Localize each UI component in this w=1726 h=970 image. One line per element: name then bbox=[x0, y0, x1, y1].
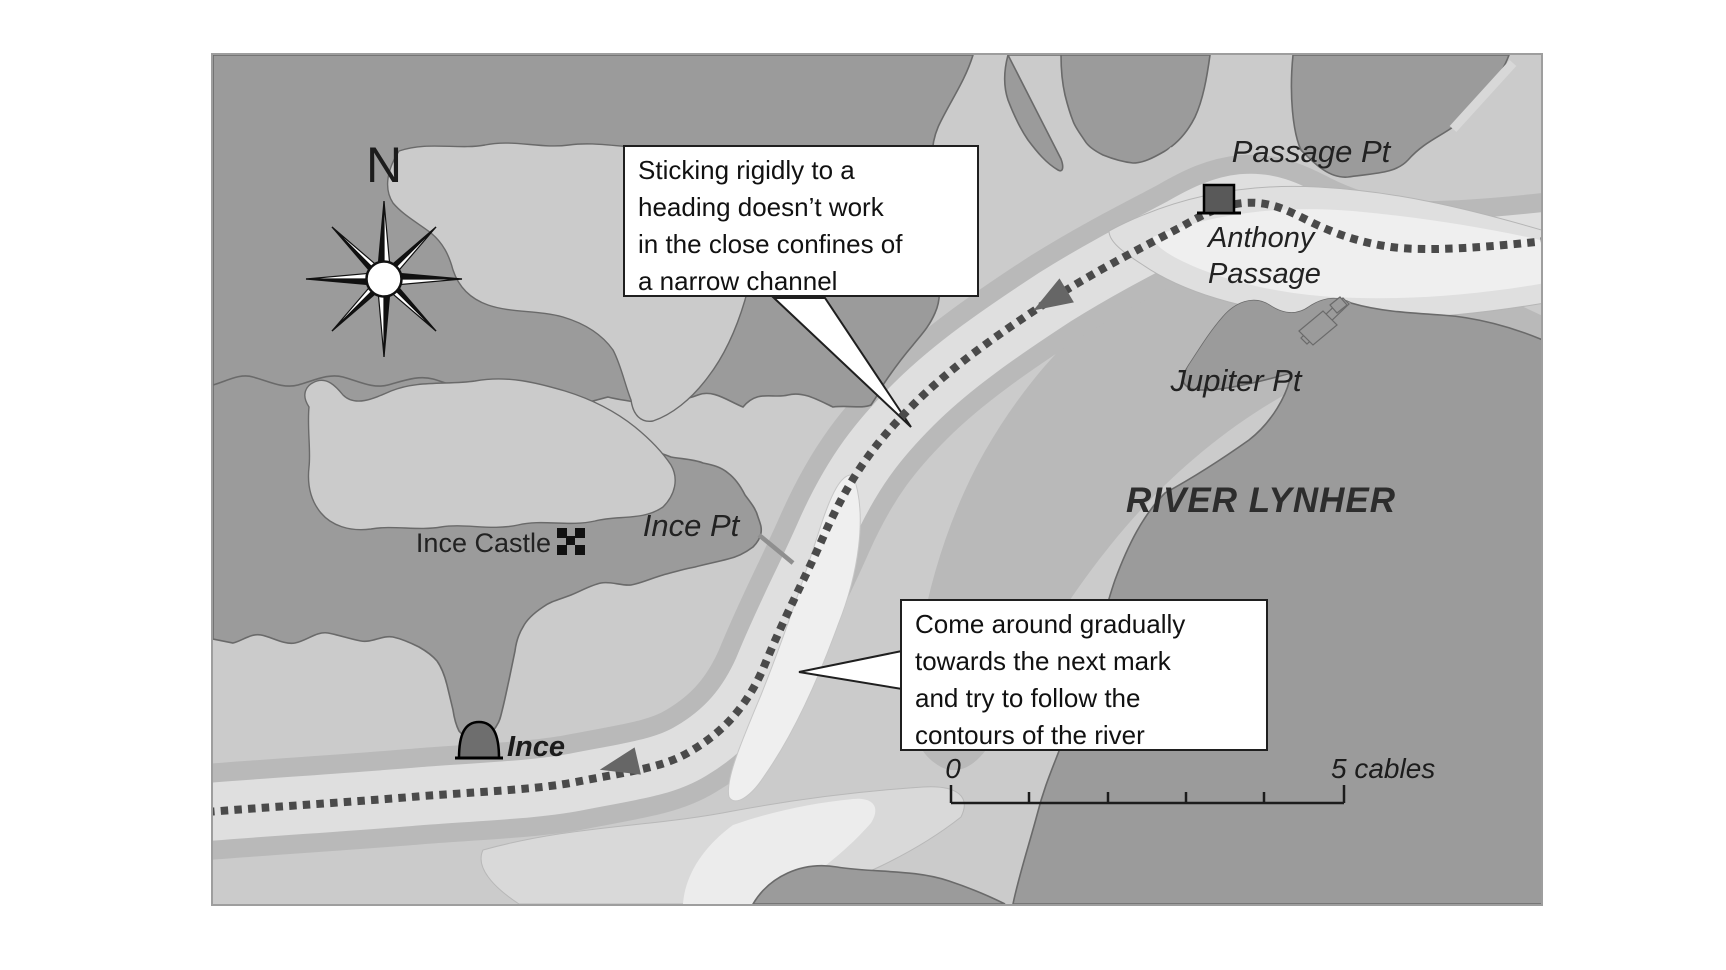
castle-icon bbox=[557, 528, 585, 555]
anthony-passage-beacon bbox=[1197, 183, 1241, 215]
shallow-band-northeast bbox=[912, 234, 1541, 771]
land-passage-pt bbox=[1003, 55, 1211, 172]
label-ince-pt: Ince Pt bbox=[643, 508, 741, 543]
map-panel: N Passage Pt Anthony Passage Jupiter Pt … bbox=[211, 53, 1543, 906]
scale-end-label: 5 cables bbox=[1331, 753, 1435, 784]
route-arrow-1 bbox=[599, 747, 641, 775]
callout-line: in the close confines of bbox=[638, 229, 903, 259]
compass-rose bbox=[305, 200, 463, 358]
ince-pt-spit bbox=[757, 533, 795, 565]
scale-start-label: 0 bbox=[945, 753, 961, 784]
callout-line: contours of the river bbox=[915, 720, 1145, 750]
label-river-lynher: RIVER LYNHER bbox=[1126, 481, 1396, 520]
land-south-bank bbox=[752, 865, 1006, 904]
topright-contour bbox=[1449, 59, 1517, 133]
jetty-jupiter-pt bbox=[1298, 296, 1350, 346]
label-jupiter-pt: Jupiter Pt bbox=[1170, 363, 1303, 398]
route-dotted-track bbox=[213, 198, 1541, 816]
callout-contours-advice: Come around gradually towards the next m… bbox=[900, 599, 1268, 751]
callout-line: heading doesn’t work bbox=[638, 192, 884, 222]
shore-notch-1 bbox=[1165, 147, 1177, 159]
label-anthony-passage-2: Passage bbox=[1208, 258, 1321, 290]
shore-notch-2 bbox=[1181, 157, 1193, 169]
callout-line: Sticking rigidly to a bbox=[638, 155, 855, 185]
callout-line: Come around gradually bbox=[915, 609, 1186, 639]
callout-line: towards the next mark bbox=[915, 646, 1171, 676]
label-ince-castle: Ince Castle bbox=[416, 528, 551, 558]
callout-line: and try to follow the bbox=[915, 683, 1141, 713]
channel-east-deep bbox=[1153, 209, 1541, 299]
callout-1-tail bbox=[771, 297, 912, 428]
callout-line: a narrow channel bbox=[638, 266, 838, 296]
callout-heading-advice: Sticking rigidly to a heading doesn’t wo… bbox=[623, 145, 979, 297]
north-label: N bbox=[366, 137, 402, 193]
label-anthony-passage-1: Anthony bbox=[1206, 222, 1316, 254]
route-arrow-2 bbox=[1033, 278, 1074, 311]
label-passage-pt: Passage Pt bbox=[1232, 134, 1392, 169]
narrow-channel-deep bbox=[727, 474, 861, 802]
creek-inlet-west bbox=[304, 378, 676, 531]
land-river-west-edge bbox=[1185, 298, 1351, 385]
estuary-deep-tongue bbox=[683, 798, 876, 904]
scale-bar bbox=[949, 785, 1346, 805]
ince-village-mark bbox=[455, 720, 503, 760]
chart-svg: N Passage Pt Anthony Passage Jupiter Pt … bbox=[213, 55, 1541, 904]
label-ince: Ince bbox=[507, 731, 565, 763]
